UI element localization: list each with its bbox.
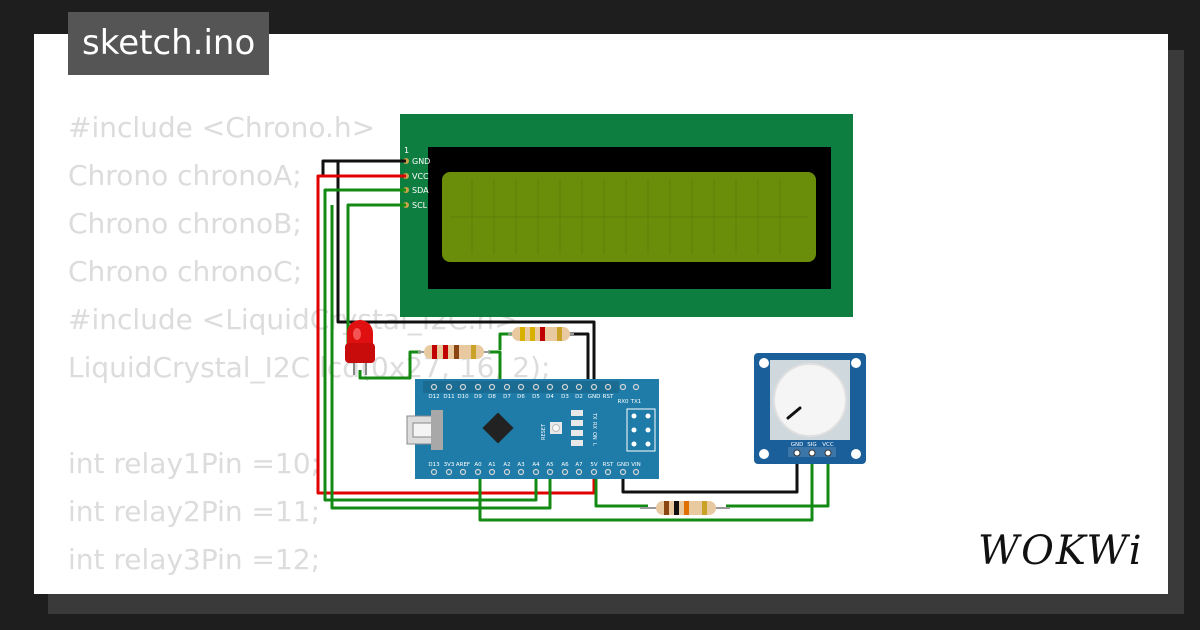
pin-label: A5	[546, 462, 554, 468]
arduino-board	[415, 379, 659, 479]
pin-label: D7	[503, 394, 511, 400]
pin-label: D5	[532, 394, 540, 400]
code-line: int relay1Pin =10;	[68, 447, 321, 480]
lcd-cells	[450, 180, 808, 254]
wire-lcd-sda	[323, 188, 538, 502]
pin-label: GND	[588, 394, 601, 400]
pot-pins	[793, 449, 832, 457]
code-line: #include <Chrono.h>	[68, 111, 376, 144]
file-tab[interactable]: sketch.ino	[68, 12, 270, 75]
pin-label: D10	[457, 394, 469, 400]
reset-button-cap	[552, 424, 560, 432]
lcd-pin-gnd: GND	[412, 157, 430, 166]
pin-label: D2	[575, 394, 583, 400]
arduino-top-pin-holes	[430, 383, 640, 391]
code-line: int relay3Pin =12;	[68, 543, 321, 576]
pin-label: GND	[617, 462, 630, 468]
pin-label: A7	[575, 462, 583, 468]
wire-gnd-pot	[621, 452, 799, 494]
lcd-module[interactable]: 1 GND VCC SDA SCL	[400, 114, 853, 317]
pin-label: D12	[428, 394, 439, 400]
pin-label: A1	[488, 462, 495, 468]
code-line: Chrono chronoC;	[68, 255, 303, 288]
led-label-tx: TX	[591, 412, 597, 420]
resistor-1[interactable]	[418, 345, 490, 359]
pin-label: D9	[474, 394, 482, 400]
pin-label: D6	[517, 394, 525, 400]
pin-label: AREF	[456, 462, 470, 468]
lcd-pin-scl: SCL	[412, 201, 428, 210]
pin-label: RST	[603, 462, 614, 468]
pin-label: VIN	[631, 462, 641, 468]
pin-label: A0	[474, 462, 482, 468]
wire-resistor2-gnd	[568, 332, 590, 385]
pin-label: D3	[561, 394, 569, 400]
pin-label: D4	[546, 394, 554, 400]
reset-label: RESET	[541, 423, 547, 440]
wire-lcd-gnd-down	[336, 161, 596, 385]
icsp-header	[626, 408, 656, 452]
pin-label: 3V3	[444, 462, 455, 468]
arduino-top-pins: D12 D11 D10 D9 D8 D7 D6 D5 D4 D3 D2 GND …	[428, 394, 641, 405]
arduino-nano[interactable]: D12 D11 D10 D9 D8 D7 D6 D5 D4 D3 D2 GND …	[406, 379, 659, 479]
pin-label: A2	[503, 462, 510, 468]
pin-label: RST	[603, 394, 614, 400]
mcu-chip	[482, 412, 514, 444]
wires	[316, 159, 830, 522]
resistor-3[interactable]	[640, 501, 730, 515]
wire-scl-to-a5	[330, 205, 552, 510]
usb-connector	[406, 410, 443, 450]
pin-label: D13	[428, 462, 440, 468]
wire-led-resistor	[358, 350, 421, 380]
pot-knob[interactable]	[773, 363, 847, 437]
lcd-pin-sda: SDA	[412, 186, 429, 195]
arduino-bottom-pins: D13 3V3 AREF A0 A1 A2 A3 A4 A5 A6 A7 5V …	[428, 462, 640, 468]
potentiometer[interactable]: GND SIG VCC	[754, 353, 866, 464]
wire-lcd-scl	[346, 203, 406, 345]
led-label-rx: RX	[591, 422, 597, 429]
pin-label: A6	[561, 462, 569, 468]
pin-label: A4	[532, 462, 540, 468]
pin-label: A3	[517, 462, 525, 468]
pin-label: RX0	[617, 399, 629, 405]
wire-lcd-gnd	[321, 159, 406, 175]
pot-pin-vcc: VCC	[822, 442, 834, 448]
resistor-2[interactable]	[508, 327, 574, 341]
pot-knob-indicator	[786, 406, 802, 420]
wire-resistor2	[498, 332, 514, 350]
arduino-bottom-pin-holes	[430, 468, 640, 476]
arduino-top-header	[423, 381, 619, 393]
lcd-pin1-label: 1	[404, 146, 409, 155]
wire-lcd-vcc	[316, 174, 596, 495]
lcd-pin-vcc: VCC	[412, 172, 429, 181]
pot-pin-labels: GND SIG VCC	[791, 442, 834, 448]
code-line: int ledPin1 =7;	[68, 584, 550, 594]
code-line: Chrono chronoB;	[68, 207, 302, 240]
wokwi-logo-text: WOKWi	[978, 528, 1144, 574]
code-line: Chrono chronoA;	[68, 159, 302, 192]
red-led[interactable]	[345, 320, 375, 375]
pin-label: D11	[443, 394, 454, 400]
wire-pot-sig	[478, 452, 814, 522]
pin-label: TX1	[630, 399, 642, 405]
status-leds	[571, 410, 583, 446]
code-preview: #include <Chrono.h> Chrono chronoA; Chrono…	[68, 104, 550, 594]
pin-label: D8	[488, 394, 496, 400]
wokwi-logo: WOKWi	[978, 528, 1144, 574]
pot-pin-sig: SIG	[807, 442, 816, 448]
code-line: int relay2Pin =11;	[68, 495, 321, 528]
wire-resistor3	[594, 470, 648, 508]
pin-label: 5V	[590, 462, 597, 468]
pot-pin-gnd: GND	[791, 442, 804, 448]
led-label-on: ON	[591, 432, 597, 440]
status-led-labels: TX RX ON L	[591, 412, 597, 446]
led-label-l: L	[591, 443, 597, 446]
wire-pot-vcc	[726, 452, 830, 508]
